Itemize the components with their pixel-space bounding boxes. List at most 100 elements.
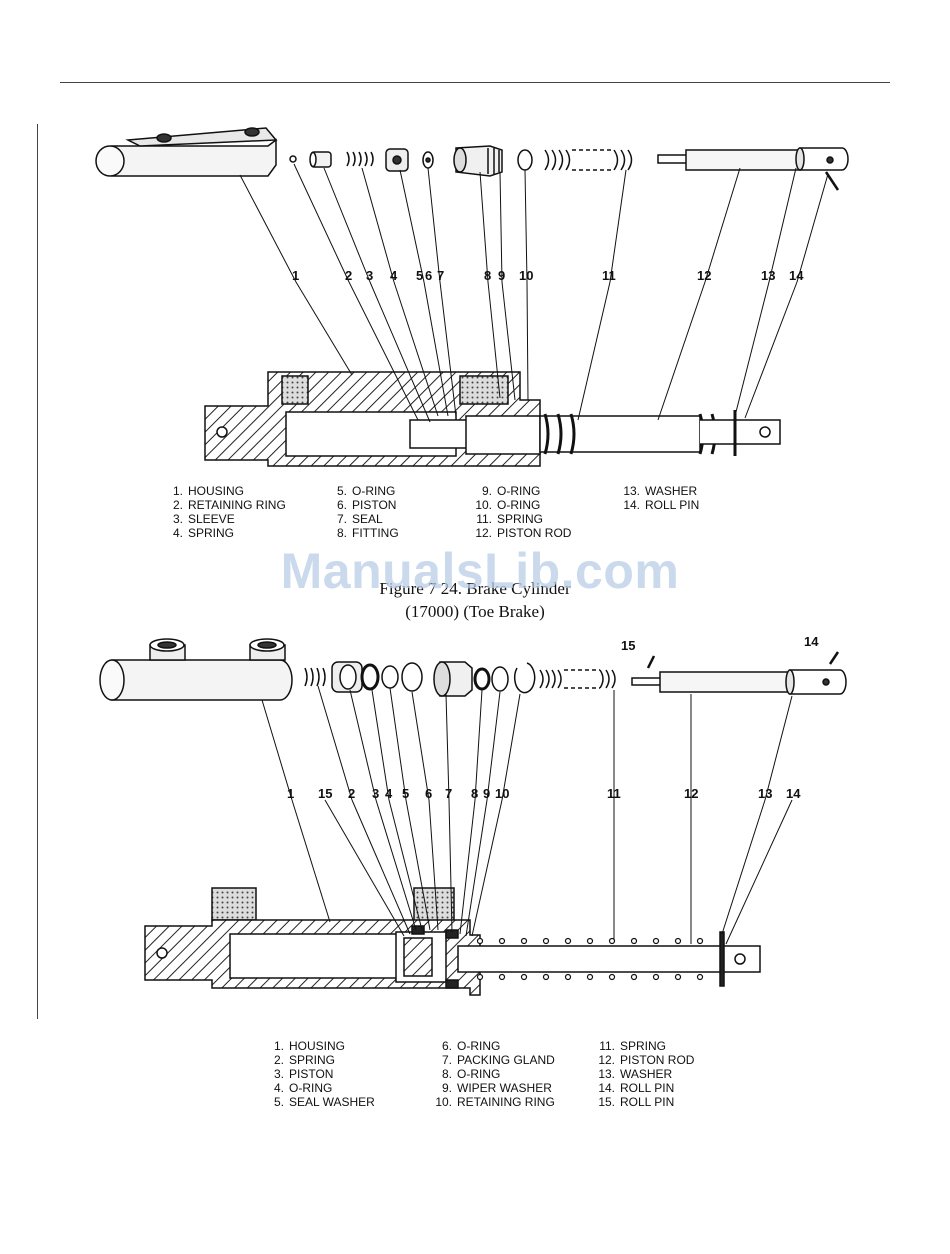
callout-a-4: 4 bbox=[390, 268, 398, 283]
figure-a-callouts: 1 2 3 4 5 6 7 8 9 10 11 12 13 14 bbox=[292, 268, 804, 283]
legend-item: 1.HOUSING bbox=[273, 1039, 346, 1053]
legend-item: 4.SPRING bbox=[172, 526, 235, 540]
figure-b-legend-col-2: 6.O-RING 7.PACKING GLAND 8.O-RING 9.WIPE… bbox=[426, 1039, 555, 1109]
spring-coil-mark bbox=[586, 973, 594, 981]
spring-coil-mark bbox=[696, 937, 704, 945]
legend-item: 4.O-RING bbox=[273, 1081, 333, 1095]
legend-item: 7.PACKING GLAND bbox=[441, 1053, 555, 1067]
callout-a-7: 7 bbox=[437, 268, 444, 283]
callout-b-13: 13 bbox=[758, 786, 772, 801]
spring-coil-mark bbox=[652, 937, 660, 945]
callout-a-11: 11 bbox=[602, 268, 616, 283]
figure-a-legend-col-3: 9.O-RING 10.O-RING 11.SPRING 12.PISTON R… bbox=[466, 484, 571, 540]
fig-a-fitting-part bbox=[453, 145, 503, 177]
spring-coil-mark bbox=[630, 937, 638, 945]
legend-item: 8.FITTING bbox=[336, 526, 399, 540]
callout-b-14: 14 bbox=[786, 786, 801, 801]
legend-item: 13.WASHER bbox=[623, 484, 698, 498]
spring-coil-mark bbox=[520, 937, 528, 945]
fig-a-sleeve-part bbox=[309, 151, 332, 168]
legend-item: 6.O-RING bbox=[441, 1039, 501, 1053]
legend-item: 1.HOUSING bbox=[172, 484, 245, 498]
figure-a-legend-col-4: 13.WASHER 14.ROLL PIN bbox=[614, 484, 699, 512]
callout-a-2: 2 bbox=[345, 268, 352, 283]
callout-b-5: 5 bbox=[402, 786, 409, 801]
legend-item: 3.PISTON bbox=[273, 1067, 334, 1081]
legend-item: 5.O-RING bbox=[336, 484, 396, 498]
callout-b-2: 2 bbox=[348, 786, 355, 801]
legend-item: 2.SPRING bbox=[273, 1053, 336, 1067]
legend-item: 11.SPRING bbox=[476, 512, 544, 526]
legend-item: 3.SLEEVE bbox=[172, 512, 235, 526]
callout-b-11: 11 bbox=[607, 786, 621, 801]
figure-a-cross-section bbox=[204, 371, 781, 467]
figure-b-spring-coils bbox=[476, 937, 704, 981]
legend-item: 11.SPRING bbox=[599, 1039, 667, 1053]
fig-b-o-ring-8-part bbox=[473, 667, 491, 691]
legend-item: 7.SEAL bbox=[336, 512, 383, 526]
callout-b-8: 8 bbox=[471, 786, 478, 801]
callout-a-5: 5 bbox=[416, 268, 423, 283]
spring-coil-mark bbox=[542, 937, 550, 945]
legend-item: 10.RETAINING RING bbox=[435, 1095, 555, 1109]
callout-a-3: 3 bbox=[366, 268, 373, 283]
legend-item: 12.PISTON ROD bbox=[475, 526, 572, 540]
spring-coil-mark bbox=[586, 937, 594, 945]
fig-a-spring-11-part bbox=[544, 149, 633, 171]
spring-coil-mark bbox=[608, 937, 616, 945]
fig-b-roll-pin-14-part bbox=[828, 651, 840, 665]
callout-b-4: 4 bbox=[385, 786, 393, 801]
fig-b-housing-part bbox=[99, 638, 293, 701]
fig-b-piston-part bbox=[331, 661, 363, 693]
spring-coil-mark bbox=[608, 973, 616, 981]
callout-b-exploded-14: 14 bbox=[804, 634, 819, 649]
fig-a-housing-part bbox=[95, 127, 278, 177]
legend-item: 5.SEAL WASHER bbox=[273, 1095, 375, 1109]
fig-b-o-ring-part bbox=[360, 663, 380, 691]
legend-item: 12.PISTON ROD bbox=[598, 1053, 695, 1067]
legend-item: 14.ROLL PIN bbox=[598, 1081, 675, 1095]
spring-coil-mark bbox=[674, 937, 682, 945]
fig-b-seal-washer-part bbox=[381, 665, 399, 689]
figure-a-leader-lines bbox=[239, 163, 829, 423]
legend-item: 9.WIPER WASHER bbox=[441, 1081, 552, 1095]
fig-a-piston-rod-part bbox=[657, 147, 849, 171]
callout-b-exploded-15: 15 bbox=[621, 638, 635, 653]
fig-a-o-ring-part bbox=[517, 149, 533, 171]
callout-b-9: 9 bbox=[483, 786, 490, 801]
fig-b-wiper-washer-part bbox=[491, 666, 509, 692]
fig-a-piston-seal-parts bbox=[385, 148, 434, 172]
spring-coil-mark bbox=[542, 973, 550, 981]
legend-item: 2.RETAINING RING bbox=[172, 498, 286, 512]
spring-coil-mark bbox=[564, 973, 572, 981]
spring-coil-mark bbox=[696, 973, 704, 981]
figure-b-legend-col-1: 1.HOUSING 2.SPRING 3.PISTON 4.O-RING 5.S… bbox=[266, 1039, 375, 1109]
fig-b-roll-pin-15-part bbox=[646, 655, 656, 669]
figure-a-caption-title: Figure 7 24. Brake Cylinder bbox=[379, 579, 571, 598]
figure-b-leader-lines bbox=[261, 685, 793, 945]
legend-item: 9.O-RING bbox=[481, 484, 541, 498]
margin-rule bbox=[37, 124, 38, 1019]
fig-b-retaining-ring-part bbox=[513, 662, 536, 694]
callout-a-10: 10 bbox=[519, 268, 533, 283]
spring-coil-mark bbox=[476, 937, 484, 945]
spring-coil-mark bbox=[498, 937, 506, 945]
spring-coil-mark bbox=[630, 973, 638, 981]
figure-a-legend-col-1: 1.HOUSING 2.RETAINING RING 3.SLEEVE 4.SP… bbox=[165, 484, 286, 540]
callout-b-3: 3 bbox=[372, 786, 379, 801]
callout-b-6: 6 bbox=[425, 786, 432, 801]
fig-b-spring-11-part bbox=[539, 669, 616, 689]
callout-a-6: 6 bbox=[425, 268, 432, 283]
callout-a-14: 14 bbox=[789, 268, 804, 283]
callout-a-13: 13 bbox=[761, 268, 775, 283]
spring-coil-mark bbox=[498, 973, 506, 981]
fig-b-o-ring-6-part bbox=[401, 662, 423, 692]
figure-a-exploded-view bbox=[95, 127, 849, 191]
callout-a-8: 8 bbox=[484, 268, 491, 283]
callout-a-9: 9 bbox=[498, 268, 505, 283]
fig-a-retaining-ring-part bbox=[289, 155, 297, 163]
fig-b-piston-rod-part bbox=[631, 669, 847, 695]
watermark: ManualsLib.com bbox=[280, 543, 680, 599]
fig-b-packing-gland-part bbox=[433, 661, 473, 697]
